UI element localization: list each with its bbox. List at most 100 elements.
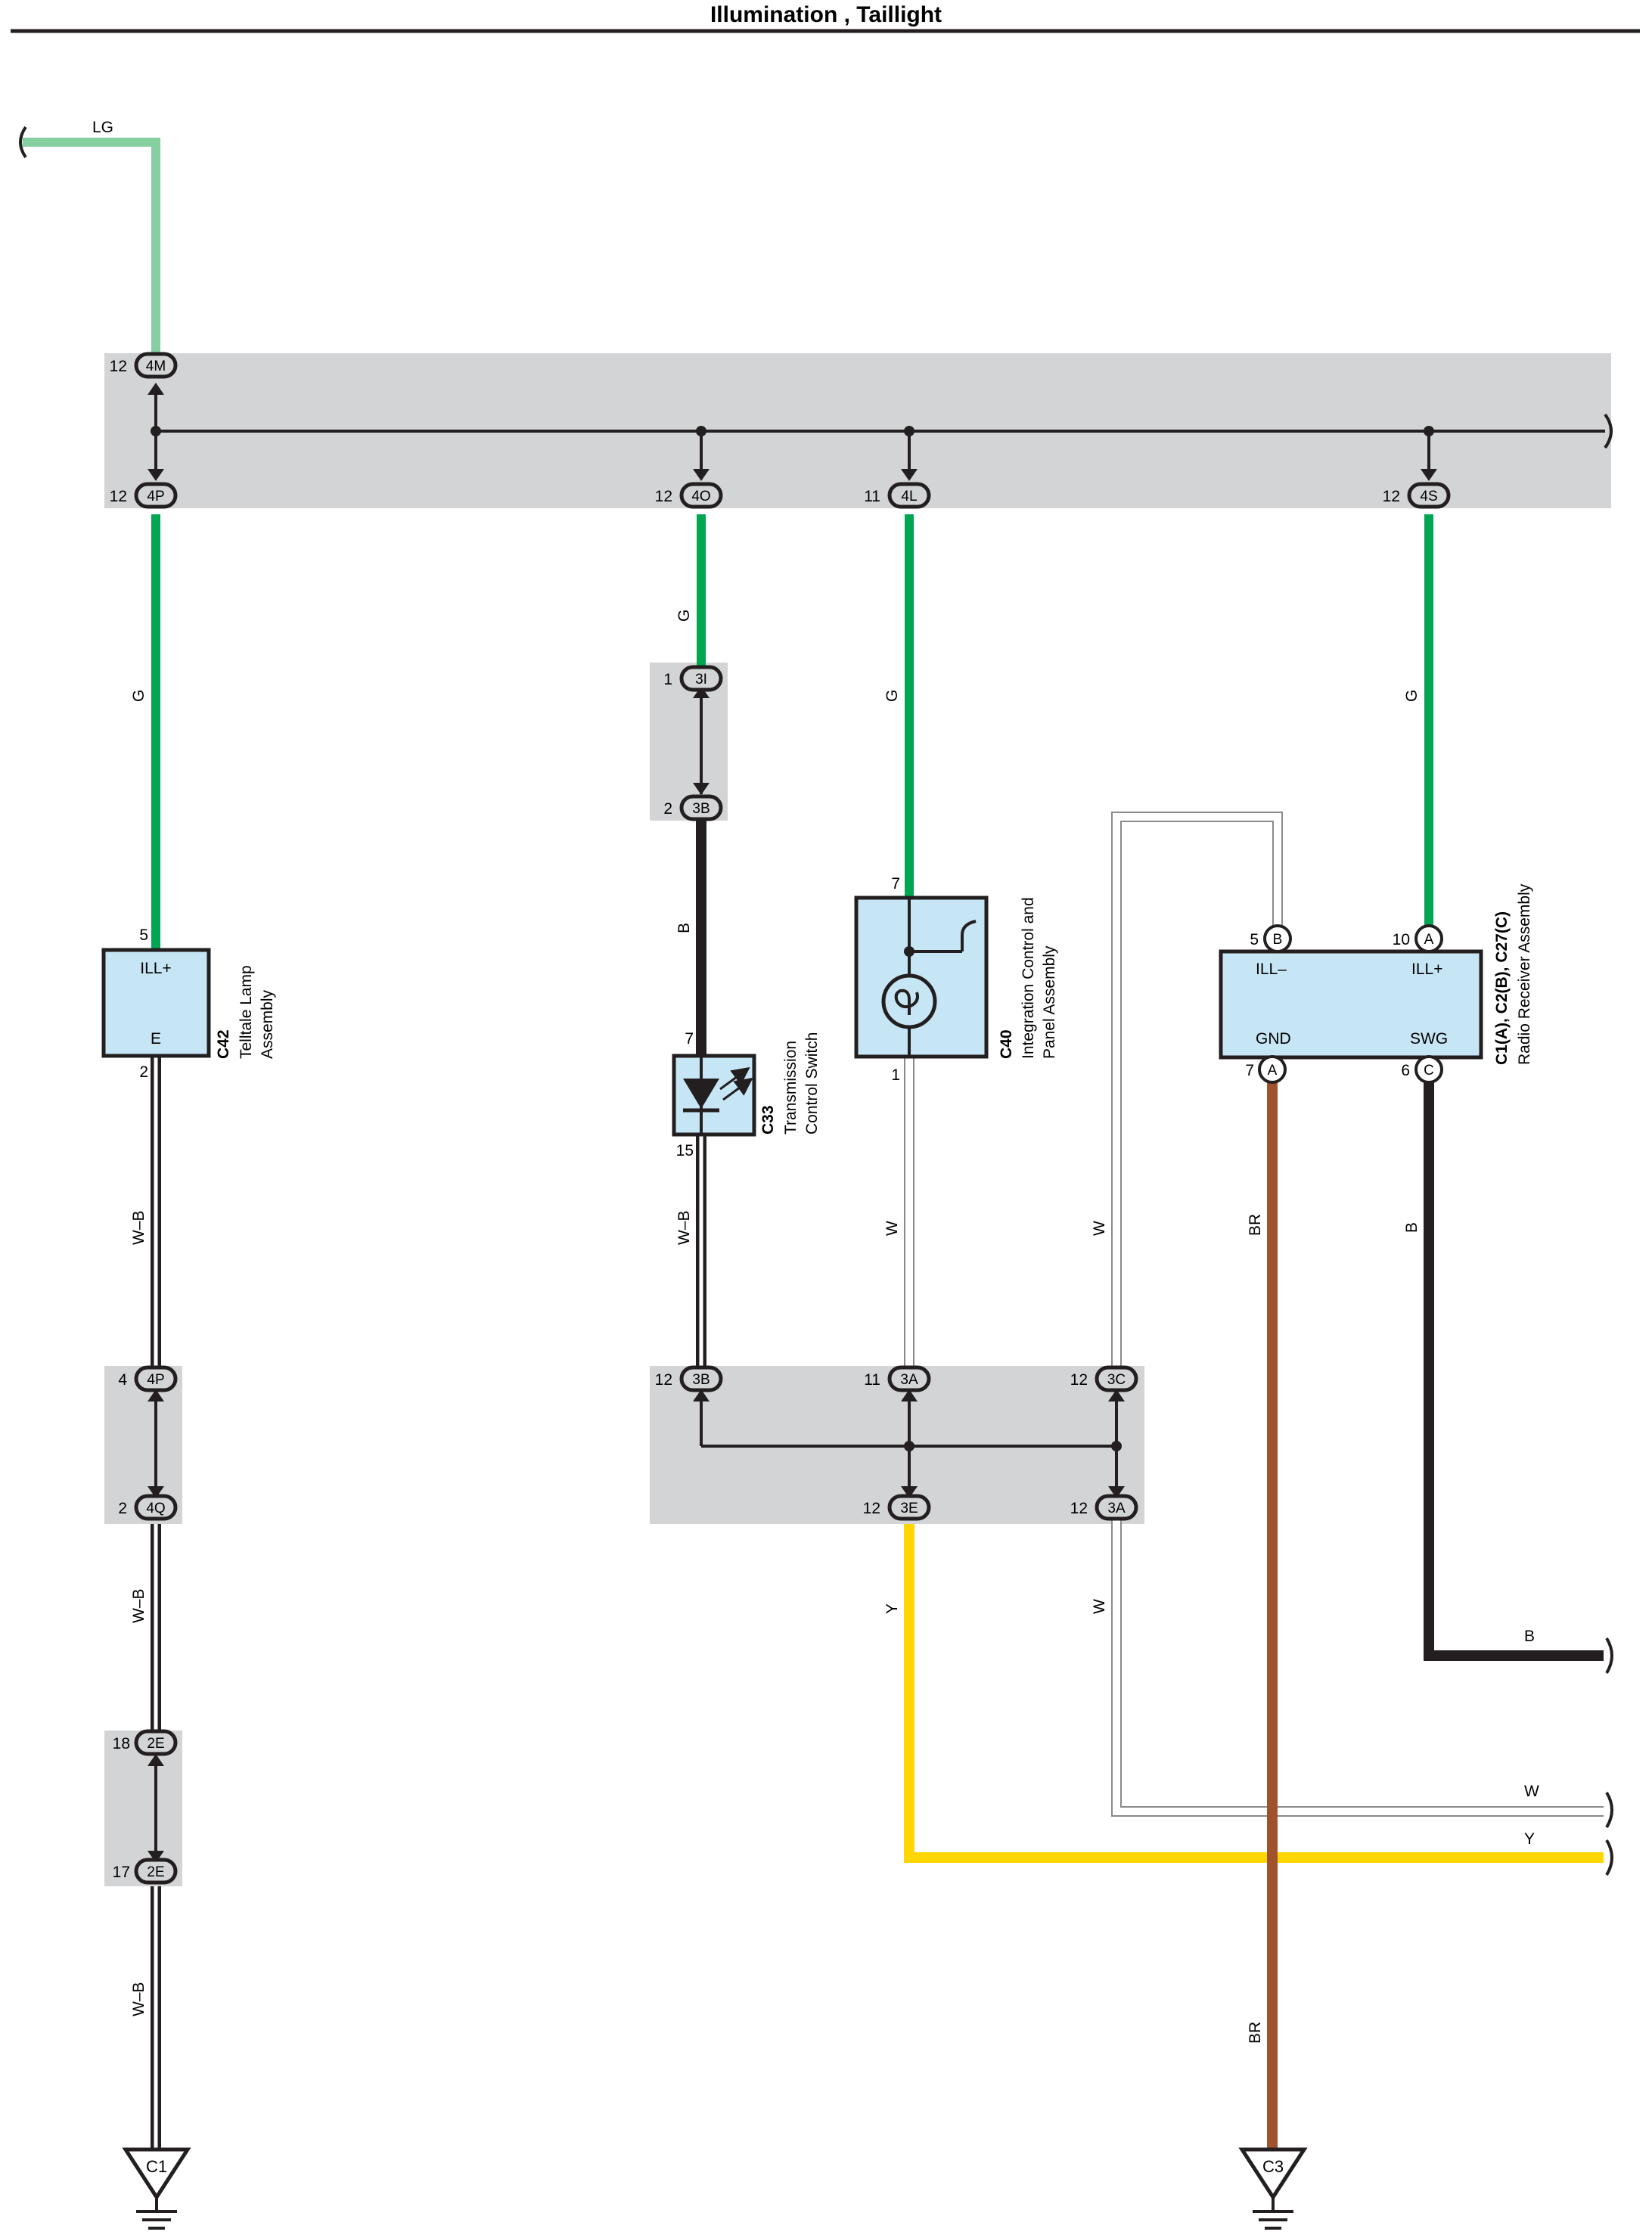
wire-label-br: BR [1247,1214,1264,1236]
wire-label-wb: W–B [675,1210,693,1245]
wire-label-w: W [1091,1221,1108,1236]
svg-text:B: B [1273,932,1283,948]
wire-break-lg [19,126,27,159]
svg-text:3I: 3I [695,672,707,688]
wire-label-wb: W–B [130,1588,148,1623]
wire-w-3a-out [1111,1520,1604,1817]
svg-text:10: 10 [1393,931,1410,948]
radio-connector-a: A 10 [1393,924,1443,953]
ground-c3: C3 [1238,2147,1308,2230]
wire-b-swg [1424,1082,1604,1661]
svg-text:2: 2 [663,800,672,818]
arrow-down-icon [901,1486,918,1498]
svg-text:3A: 3A [1107,1501,1126,1516]
svg-text:2E: 2E [147,1864,164,1880]
component-c42: 5 2 ILL+ E C42 Telltale Lamp Assembly [101,927,276,1081]
svg-text:3C: 3C [1107,1372,1126,1388]
wire-label-wb: W–B [130,1210,148,1245]
connector-2e: 2E 18 [113,1729,178,1756]
wire-y [904,1524,1604,1863]
bus-node [1424,426,1434,436]
component-c40: 7 1 C40 Integration Control and Panel As… [854,875,1058,1084]
wire-label-g: G [675,610,693,622]
svg-text:Control Switch: Control Switch [803,1032,821,1135]
svg-text:C42: C42 [215,1029,232,1059]
connector-2e: 2E 17 [113,1858,178,1885]
radio-connector-b: B 5 [1250,924,1292,953]
wire-label-g: G [883,690,901,702]
svg-text:SWG: SWG [1410,1030,1448,1048]
svg-text:6: 6 [1401,1062,1410,1079]
arrow-up-icon [148,1389,164,1401]
svg-text:2: 2 [139,1063,148,1081]
svg-text:4S: 4S [1420,489,1437,504]
svg-text:2E: 2E [147,1736,164,1752]
arrow-down-icon [1421,469,1437,481]
arrow-up-icon [1108,1389,1125,1401]
connector-4s: 4S 12 [1383,482,1451,509]
arrow-up-icon [148,1754,164,1766]
component-c33: 7 15 C33 Transmission Control Switch [672,1030,821,1159]
wire-break-bus [1604,413,1613,449]
svg-text:15: 15 [676,1142,694,1159]
svg-text:ILL–: ILL– [1256,961,1287,978]
wire-break-b [1605,1637,1613,1675]
svg-text:12: 12 [110,358,127,375]
svg-text:ILL+: ILL+ [1411,961,1442,978]
connector-3a: 3A 12 [1070,1494,1138,1521]
svg-text:C1: C1 [146,2157,167,2176]
svg-text:4O: 4O [691,489,710,504]
wire-label-g: G [1403,690,1421,702]
svg-text:4M: 4M [146,359,166,374]
svg-text:12: 12 [110,488,127,505]
arrow-down-icon [901,469,918,481]
svg-text:7: 7 [891,875,900,892]
svg-text:4P: 4P [147,1372,164,1388]
svg-text:1: 1 [891,1066,900,1084]
arrow-down-icon [148,1851,164,1863]
svg-text:C40: C40 [998,1029,1015,1059]
svg-text:17: 17 [113,1864,130,1881]
connector-4q: 4Q 2 [118,1494,178,1521]
wire-break-w [1605,1791,1613,1829]
svg-text:3B: 3B [692,801,710,817]
svg-text:4Q: 4Q [146,1501,165,1516]
svg-text:ILL+: ILL+ [140,960,171,977]
svg-text:1: 1 [663,671,672,688]
svg-text:11: 11 [864,488,880,505]
svg-text:C: C [1424,1063,1434,1079]
arrow-down-icon [148,1486,164,1498]
svg-text:Integration Control and: Integration Control and [1020,897,1037,1059]
wire-label-y: Y [883,1603,901,1614]
wire-label-g: G [130,690,148,702]
svg-text:3A: 3A [900,1372,918,1388]
arrow-down-icon [1108,1486,1125,1498]
wire-label-wb: W–B [130,1982,148,2016]
connector-4l: 4L 11 [864,482,931,509]
connector-3i: 3I 1 [663,665,723,692]
wire-lg [23,138,160,355]
svg-text:3E: 3E [900,1501,918,1516]
page-title: Illumination , Taillight [710,2,942,27]
component-radio-receiver: B 5 A 10 A 7 C 6 ILL– ILL+ GND SWG C1(A)… [1219,883,1533,1084]
svg-text:Telltale Lamp: Telltale Lamp [238,965,255,1059]
svg-text:Panel Assembly: Panel Assembly [1041,945,1058,1059]
wire-break-y [1605,1839,1613,1876]
svg-text:C33: C33 [759,1105,777,1135]
arrow-up-icon [148,383,164,395]
arrow-down-icon [693,783,710,795]
connector-3e: 3E 12 [863,1494,931,1521]
svg-text:2: 2 [118,1500,127,1517]
jb-node [1111,1441,1122,1451]
radio-connector-c: C 6 [1401,1055,1443,1084]
arrow-down-icon [693,469,710,481]
arrow-up-icon [693,1389,710,1401]
svg-text:4: 4 [118,1371,127,1389]
svg-text:11: 11 [864,1371,880,1389]
bus-node [904,426,914,436]
connector-4m: 4M 12 [110,352,178,379]
ground-c1: C1 [122,2147,191,2230]
connector-4p: 4P 12 [110,482,178,509]
led-icon [683,1066,753,1113]
